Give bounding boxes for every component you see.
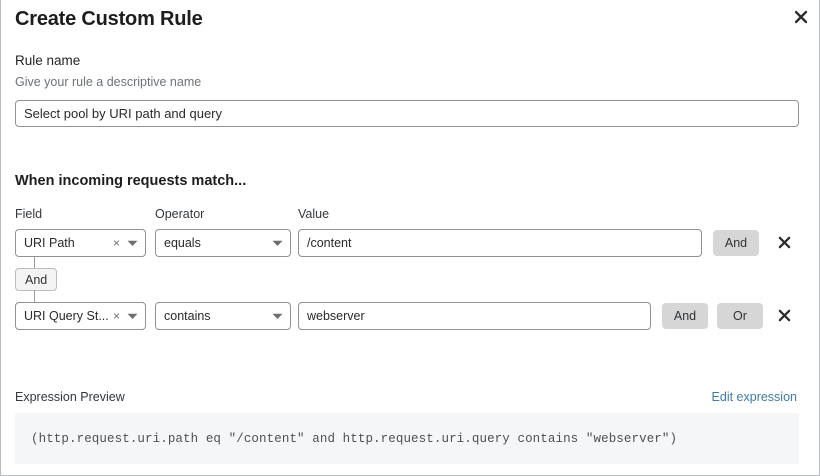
column-header-value: Value [298, 207, 330, 221]
expression-preview-text: (http.request.uri.path eq "/content" and… [31, 431, 678, 446]
rule-name-input[interactable] [15, 100, 799, 127]
logic-or-button-2[interactable]: Or [717, 303, 763, 329]
logic-and-button-2[interactable]: And [662, 303, 708, 329]
page-title: Create Custom Rule [15, 8, 203, 30]
field-select-1[interactable]: URI Path × [15, 229, 146, 257]
delete-condition-button-1[interactable] [773, 231, 795, 253]
connector-line-bottom [34, 290, 35, 302]
column-header-field: Field [15, 207, 43, 221]
column-header-operator: Operator [155, 207, 205, 221]
condition-row: URI Query St... × contains And Or [1, 302, 819, 330]
chevron-down-icon[interactable] [271, 237, 284, 250]
chevron-down-icon[interactable] [126, 237, 139, 250]
rule-name-hint: Give your rule a descriptive name [15, 75, 202, 89]
chevron-down-icon[interactable] [271, 310, 284, 323]
operator-select-2-value: contains [164, 309, 211, 323]
delete-condition-button-2[interactable] [773, 304, 795, 326]
expression-preview-label: Expression Preview [15, 390, 125, 404]
connector-line-top [34, 257, 35, 268]
close-icon[interactable] [790, 6, 812, 28]
expression-preview-box: (http.request.uri.path eq "/content" and… [15, 413, 799, 464]
edit-expression-link[interactable]: Edit expression [711, 390, 797, 404]
field-select-2-value: URI Query St... [24, 309, 109, 323]
field-select-1-value: URI Path [24, 236, 75, 250]
operator-select-1-value: equals [164, 236, 201, 250]
clear-icon[interactable]: × [112, 309, 120, 323]
clear-icon[interactable]: × [112, 236, 120, 250]
chevron-down-icon[interactable] [126, 310, 139, 323]
value-input-1[interactable] [298, 229, 702, 257]
rule-name-label: Rule name [15, 53, 81, 68]
value-input-2[interactable] [298, 302, 651, 330]
logic-and-button-1[interactable]: And [713, 230, 759, 256]
operator-select-1[interactable]: equals [155, 229, 291, 257]
condition-row: URI Path × equals And [1, 229, 819, 257]
match-section-heading: When incoming requests match... [15, 173, 247, 189]
group-logic-and-chip[interactable]: And [15, 268, 58, 291]
field-select-2[interactable]: URI Query St... × [15, 302, 146, 330]
operator-select-2[interactable]: contains [155, 302, 291, 330]
dialog-header: Create Custom Rule [1, 0, 819, 44]
